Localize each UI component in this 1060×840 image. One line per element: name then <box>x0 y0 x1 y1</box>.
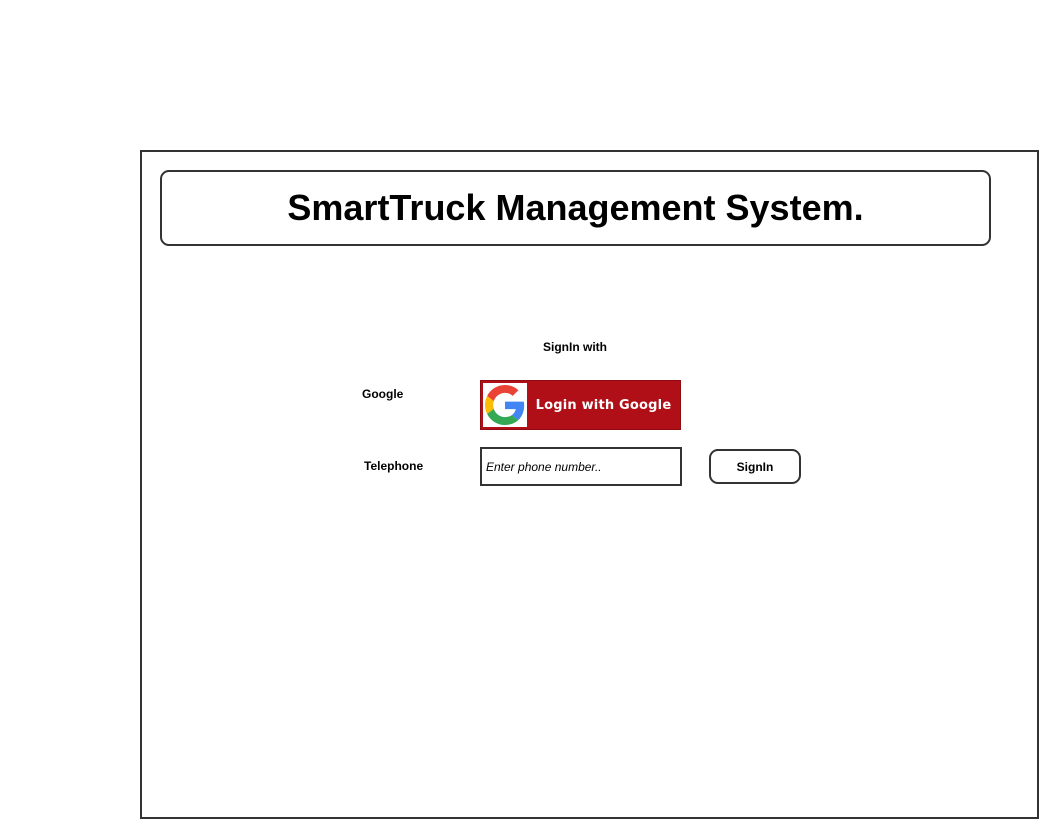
signin-button[interactable]: SignIn <box>709 449 801 484</box>
telephone-label: Telephone <box>364 459 424 473</box>
google-g-icon <box>485 385 525 425</box>
signin-heading: SignIn with <box>543 340 607 354</box>
title-banner: SmartTruck Management System. <box>160 170 991 246</box>
google-logo-container <box>483 383 527 427</box>
phone-number-input[interactable] <box>480 447 682 486</box>
google-label: Google <box>362 387 404 401</box>
page-title: SmartTruck Management System. <box>287 187 864 228</box>
google-button-label: Login with Google <box>535 397 672 413</box>
google-login-button[interactable]: Login with Google <box>480 380 681 430</box>
app-frame <box>140 150 1039 819</box>
